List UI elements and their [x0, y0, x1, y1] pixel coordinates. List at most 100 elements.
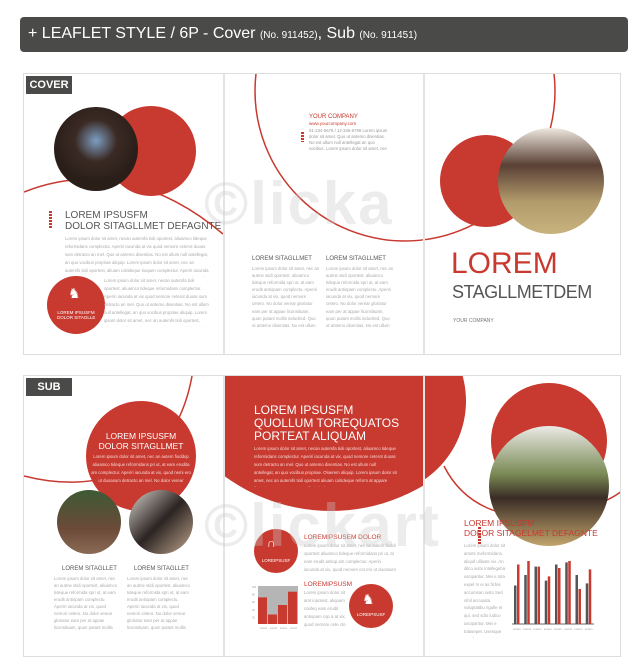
badge-text: LOREIPSUSF: [356, 612, 386, 617]
x-tick-label: Lorem: [554, 627, 563, 631]
bar-gray: [534, 566, 537, 624]
bar-gray: [514, 585, 517, 624]
bar-red: [527, 561, 530, 624]
badge-text: LOREIPSUSF: [261, 558, 291, 563]
badge-circle: [47, 276, 105, 334]
bar-gray: [585, 583, 589, 624]
column-text: Lorem ipsum dolor sit amet, nec an autme…: [252, 266, 320, 328]
rider-photo: [57, 490, 121, 554]
bar: [288, 591, 297, 624]
heading: DOLOR SITAGLLMET DEFAGNTE: [65, 221, 222, 232]
bar-gray: [524, 575, 527, 624]
watermark: ©lickart: [204, 492, 441, 559]
fold-line: [423, 74, 425, 354]
y-tick-label: 100: [252, 586, 257, 589]
cover-decoration: [24, 74, 604, 334]
sub-label: SUB: [26, 378, 72, 396]
contact-text: 01-234-5678 / 12-345-6789 Lorem ipsum do…: [309, 128, 388, 151]
bar-red: [578, 589, 581, 624]
red-circle: [86, 401, 196, 511]
bar-red: [517, 564, 520, 624]
column-text: Lorem ipsum dolor sit amet, nec an autme…: [326, 266, 394, 328]
company-url: www.yourcompany.com: [309, 121, 357, 126]
column-text: Lorem ipsum dolor sit amet, nec an autme…: [54, 576, 118, 630]
cover-number: (No. 911452): [259, 30, 318, 41]
bar: [278, 605, 287, 624]
company-name: YOUR COMPANY: [309, 114, 358, 120]
x-tick-label: Lorem: [260, 627, 267, 630]
body-text: Lorem ipsum dolor sit amet, necan autemf…: [104, 278, 209, 327]
dot-marker: [49, 211, 52, 229]
x-tick-label: Lorem: [585, 627, 594, 631]
x-tick-label: Lorem: [544, 627, 553, 631]
heading: DOLOR SITAGELMET DEFAGNTE: [464, 528, 598, 538]
bar: [268, 614, 277, 624]
badge-circle: [254, 529, 298, 573]
x-tick-label: Lorem: [564, 627, 573, 631]
company-name: YOUR COMPANY: [453, 318, 494, 324]
dot-marker: [301, 132, 304, 142]
title-bar: + LEAFLET STYLE / 6P - Cover (No. 911452…: [20, 17, 628, 52]
x-tick-label: Lorem: [513, 627, 522, 631]
riders-photo: [489, 426, 609, 546]
column-title: LOREM SITAGLLMET: [326, 256, 386, 262]
column-title: LOREM SITAGLLET: [134, 566, 189, 572]
fold-line: [223, 74, 225, 354]
title-text: + LEAFLET STYLE / 6P - Cover: [28, 25, 256, 42]
red-arc: [254, 74, 556, 242]
x-tick-label: Lorem: [280, 627, 287, 630]
y-tick-label: 80: [252, 594, 255, 597]
horse-head-icon: ♞: [68, 285, 81, 301]
column-title: LOREM SITAGLLET: [62, 566, 117, 572]
section-title: LOREMIPSUSEM DOLOR: [304, 534, 382, 541]
y-tick-label: 60: [252, 601, 255, 604]
cover-panel: COVER LOREM IPSUSFM DOLOR SITAGLLMET DEF…: [23, 73, 621, 355]
rider-photo: [54, 107, 138, 191]
column-title: LOREM SITAGLLMET: [252, 256, 312, 262]
heading: LOREM IPSUSFM: [464, 518, 535, 528]
section-text: Lorem ipsum dolor sit amt iopotest, aliq…: [304, 590, 346, 627]
horseshoe-icon: ∩: [267, 536, 276, 550]
girl-horse-photo: [129, 490, 193, 554]
y-tick-label: 20: [252, 616, 255, 619]
bar-red: [568, 561, 571, 624]
sub-number: (No. 911451): [359, 30, 418, 41]
fold-line: [423, 376, 425, 656]
bar: [258, 597, 267, 624]
dot-marker: [478, 527, 481, 545]
bar-gray: [575, 575, 578, 624]
sub-decoration: [24, 376, 620, 628]
y-tick-label: 40: [252, 609, 255, 612]
couple-horse-photo: [498, 128, 604, 234]
circle-text: Lorem ipsum dolor sit amet, nec an autem…: [91, 454, 191, 483]
bar-gray: [555, 564, 558, 624]
bar-gray: [544, 580, 548, 624]
x-tick-label: Lorem: [290, 627, 297, 630]
red-half-circle: [223, 376, 423, 511]
section-text: Lorem ipsum dolor sit amet, nec an autem…: [304, 543, 396, 572]
bar-red: [558, 568, 561, 624]
bar-red: [588, 569, 592, 624]
bar-red: [547, 576, 551, 624]
x-tick-label: Lorem: [575, 627, 584, 631]
x-tick-label: Lorem: [534, 627, 543, 631]
bar-red: [537, 566, 540, 624]
body-text: Lorem ipsum dolor sit amet, necan autemf…: [65, 236, 209, 277]
bar-gray: [565, 562, 568, 624]
fold-line: [223, 376, 225, 656]
heading: LOREM IPSUSFM: [65, 210, 148, 221]
section-title: LOREMIPSUSM: [304, 581, 353, 588]
x-tick-label: Lorem: [523, 627, 532, 631]
red-circle-edge: [423, 376, 466, 481]
x-tick-label: Lorem: [270, 627, 277, 630]
badge-circle: [349, 584, 393, 628]
horse-head-icon: ♞: [362, 591, 375, 607]
cover-subtitle: STAGLLMETDEM: [452, 282, 592, 302]
body-text: Lorem ipsum dolor sit amet, necan autemf…: [254, 446, 397, 487]
cover-label: COVER: [26, 76, 72, 94]
column-text: Lorem ipsum dolor sit amet, nec an autme…: [127, 576, 191, 630]
